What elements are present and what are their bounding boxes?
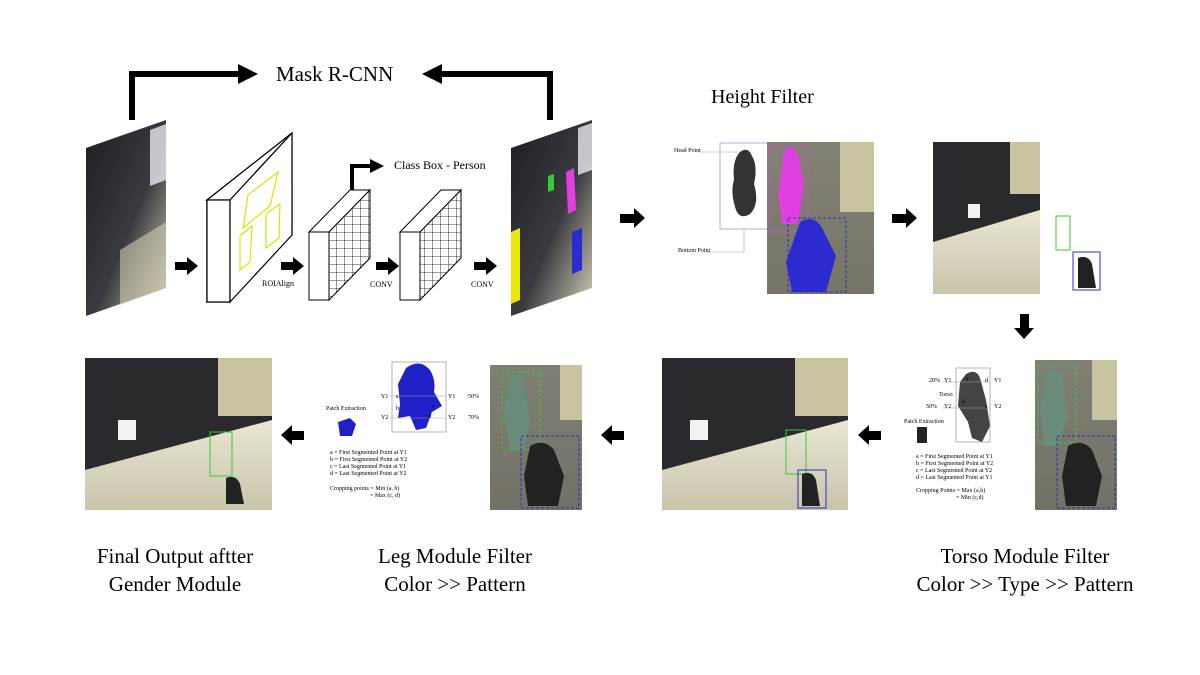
conv-grid-block-2 [398, 188, 463, 302]
torso-y1-right: Y1 [994, 378, 1002, 384]
flow-arrow-5 [620, 208, 645, 228]
roialign-label: ROIAlign [262, 279, 294, 288]
height-scene [767, 142, 874, 294]
head-point-label: Head Point [674, 148, 701, 154]
flow-arrow-down [1014, 314, 1034, 339]
class-box-arrow [350, 159, 384, 190]
leg-caption-line-2: Color >> Pattern [384, 572, 526, 596]
flow-arrow-3 [376, 257, 399, 275]
final-caption-line-1: Final Output aftter [96, 544, 254, 568]
leg-scene [490, 365, 582, 510]
class-box-label: Class Box - Person [394, 158, 486, 172]
flow-arrow-6 [892, 208, 917, 228]
flow-arrow-4 [474, 257, 497, 275]
flow-arrow-9 [281, 425, 304, 445]
torso-output-scene [662, 358, 848, 510]
final-output-caption: Final Output aftter Gender Module [70, 542, 280, 598]
leg-def-c: c = Last Segmented Point at Y1 [330, 464, 407, 470]
torso-pct-mid: 50% [926, 404, 937, 410]
conv-label-2: CONV [471, 280, 494, 289]
leg-crop-2: = Max (c, d) [370, 493, 401, 499]
leg-def-d: d = Last Segmented Point at Y2 [330, 471, 407, 477]
torso-word: Torso [939, 392, 953, 398]
bottom-point-label: Bottom Point [678, 248, 711, 254]
torso-point-c: c [985, 404, 988, 410]
leg-caption-line-1: Leg Module Filter [378, 544, 532, 568]
leg-point-c: c [432, 404, 435, 410]
roi-feature-block [205, 131, 293, 304]
torso-crop-2: = Min (c,d) [956, 495, 984, 501]
torso-diagram [917, 367, 991, 443]
height-output-scene [933, 142, 1101, 294]
input-frame [86, 120, 166, 316]
torso-caption-line-1: Torso Module Filter [940, 544, 1110, 568]
leg-module-caption: Leg Module Filter Color >> Pattern [345, 542, 565, 598]
leg-point-b: b [396, 406, 399, 412]
torso-y2-right: Y2 [994, 404, 1002, 410]
leg-pct-top: 50% [468, 394, 479, 400]
torso-point-b: b [962, 400, 965, 406]
final-caption-line-2: Gender Module [108, 572, 242, 596]
torso-patch-label: Patch Extraction [904, 419, 944, 425]
final-output-scene [85, 358, 272, 510]
leg-def-a: a = First Segmented Point at Y1 [330, 450, 407, 456]
leg-y2-left: Y2 [381, 415, 389, 421]
leg-y1-left: Y1 [381, 394, 389, 400]
flow-arrow-8 [601, 425, 624, 445]
leg-point-a: a [396, 394, 399, 400]
leg-pct-bot: 70% [468, 415, 479, 421]
torso-def-c: c = Last Segmented Point at Y2 [916, 468, 993, 474]
height-diagram [700, 142, 769, 253]
flow-arrow-2 [281, 257, 304, 275]
torso-crop-1: Cropping Points = Max (a,b) [916, 488, 986, 494]
torso-y1-left: Y1 [944, 378, 952, 384]
leg-patch-label: Patch Extraction [326, 406, 366, 412]
leg-crop-1: Cropping points = Min (a, b) [330, 486, 400, 492]
segmented-frame [511, 120, 592, 316]
conv-label-1: CONV [370, 280, 393, 289]
mask-rcnn-right-arrow [422, 64, 553, 120]
leg-point-d: d [428, 414, 431, 420]
height-filter-title: Height Filter [711, 86, 814, 108]
leg-y2-right: Y2 [448, 415, 456, 421]
mask-rcnn-left-arrow [129, 64, 258, 120]
torso-point-a: a [966, 376, 969, 382]
leg-y1-right: Y1 [448, 394, 456, 400]
torso-caption-line-2: Color >> Type >> Pattern [916, 572, 1134, 596]
flow-arrow-1 [175, 257, 198, 275]
leg-def-b: b = First Segmented Point at Y2 [330, 457, 408, 463]
torso-scene [1035, 360, 1117, 510]
torso-def-a: a = First Segmented Point at Y1 [916, 454, 993, 460]
torso-def-d: d = Last Segmented Point at Y1 [916, 475, 993, 481]
mask-rcnn-title: Mask R-CNN [276, 62, 394, 86]
torso-y2-left: Y2 [944, 404, 952, 410]
conv-grid-block-1 [307, 188, 372, 302]
flow-arrow-7 [858, 425, 881, 445]
torso-point-d: d [985, 378, 988, 384]
torso-pct-top: 20% [929, 378, 940, 384]
leg-diagram [338, 361, 447, 436]
torso-def-b: b = First Segmented Point at Y2 [916, 461, 994, 467]
torso-module-caption: Torso Module Filter Color >> Type >> Pat… [892, 542, 1158, 598]
